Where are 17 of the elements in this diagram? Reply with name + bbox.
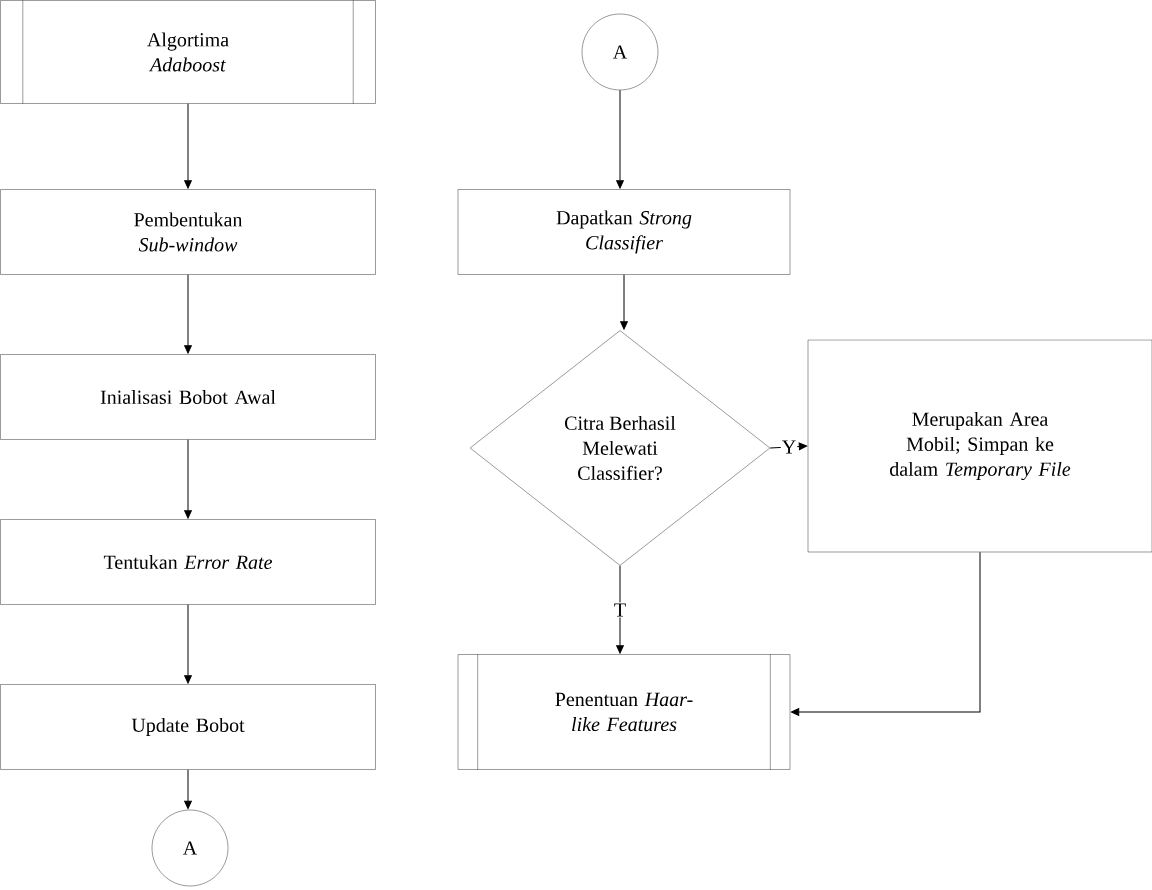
arrow — [769, 442, 808, 451]
process-box: Merupakan Area Mobil; Simpan ke dalam Temporary File — [807, 339, 1152, 553]
process-box: Update Bobot — [0, 684, 376, 770]
arrow — [184, 769, 192, 810]
process-box: Pembentukan Sub-window — [0, 189, 376, 275]
process-box: Dapatkan Strong Classifier — [457, 189, 791, 275]
arrow — [184, 274, 192, 354]
arrow — [790, 551, 981, 716]
process-box: Inialisasi Bobot Awal — [0, 354, 376, 440]
predefined-process-box: Algortima Adaboost — [0, 0, 376, 104]
arrow — [620, 274, 628, 330]
predefined-process-box: Penentuan Haar-like Features — [457, 654, 791, 770]
arrow — [184, 103, 192, 189]
arrow — [184, 604, 192, 684]
process-box: Tentukan Error Rate — [0, 519, 376, 605]
arrow — [184, 439, 192, 519]
arrow — [616, 89, 624, 189]
